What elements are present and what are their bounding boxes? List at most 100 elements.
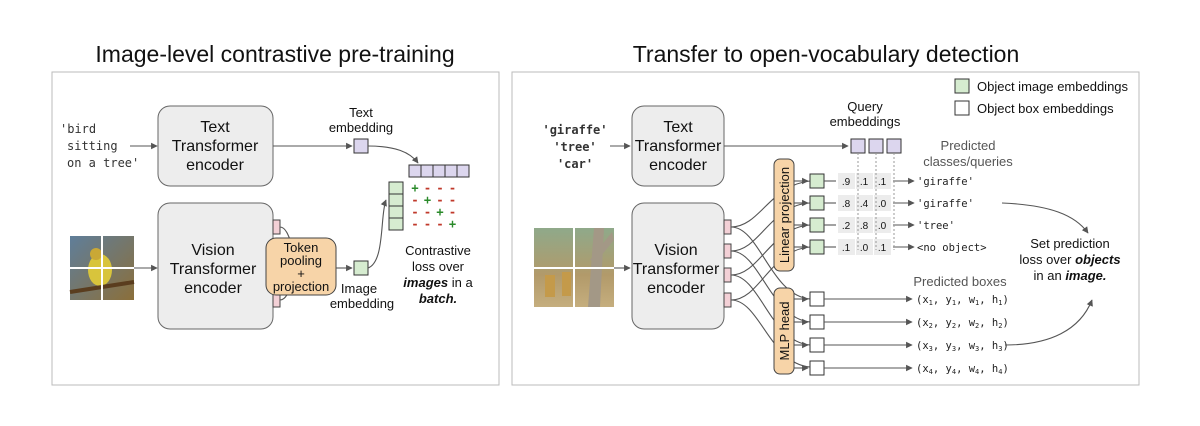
giraffe-image: [534, 228, 614, 307]
set-loss-line-3: in an image.: [1034, 268, 1107, 283]
input-caption-line-3: on a tree': [67, 156, 139, 170]
query-embeddings-label-2: embeddings: [830, 114, 901, 129]
class-output: 'tree': [917, 220, 955, 232]
legend-box-emb-swatch: [954, 100, 970, 116]
predicted-classes-label-1: Predicted: [941, 138, 996, 153]
text-encoder-label-3: encoder: [186, 157, 244, 174]
matrix-cell: -: [424, 205, 431, 219]
left-panel-frame: [51, 71, 500, 386]
vision-encoder-label-3: encoder: [184, 280, 242, 297]
matrix-cell: -: [449, 193, 456, 207]
score-cell-bg: [838, 173, 855, 189]
score-cell: .0: [878, 221, 887, 232]
query-giraffe: 'giraffe': [542, 123, 607, 137]
matrix-cell: -: [411, 193, 418, 207]
right-panel-title: Transfer to open-vocabulary detection: [633, 41, 1020, 67]
score-cell: .0: [878, 199, 887, 210]
score-cell: .8: [860, 221, 869, 232]
vision-encoder-label-1: Vision: [191, 242, 234, 259]
set-loss-line-2: loss over objects: [1019, 252, 1120, 267]
query-car: 'car': [557, 157, 593, 171]
object-image-embedding: [809, 217, 825, 233]
matrix-cell: -: [411, 205, 418, 219]
loss-arrow-bottom: [1004, 299, 1093, 346]
object-box-embedding: [809, 291, 825, 307]
text-embedding-square: [353, 138, 369, 154]
query-dotted-guides: [857, 153, 895, 250]
image-embedding-column: [388, 181, 404, 231]
score-cell: .9: [842, 177, 851, 188]
right-vision-token-tabs: [723, 219, 732, 308]
matrix-cell: -: [424, 181, 431, 195]
linear-projection-box: [773, 158, 795, 272]
text-encoder-label-2: Transformer: [172, 138, 259, 155]
object-box-embedding: [809, 337, 825, 353]
matrix-cell: -: [436, 217, 443, 231]
box-prediction-rows: (x1, y1, w1, h1) (x2, y2, w2, h2) (x3, y3,…: [794, 291, 1009, 376]
contrastive-loss-line-4: batch.: [419, 291, 457, 306]
matrix-cell: +: [449, 217, 456, 231]
object-image-embedding: [809, 173, 825, 189]
image-embedding-label-2: embedding: [330, 296, 394, 311]
contrastive-loss-line-1: Contrastive: [405, 243, 471, 258]
mlp-head-box: [773, 287, 795, 375]
matrix-cell: -: [424, 217, 431, 231]
box-output: (x4, y4, w4, h4): [916, 363, 1009, 376]
text-encoder-label-1: Text: [200, 119, 230, 136]
matrix-cell: +: [411, 181, 418, 195]
score-cell-bg: [856, 195, 873, 211]
query-embeddings-label-1: Query: [847, 99, 883, 114]
pooling-label-1: Token: [284, 240, 319, 255]
score-cell: .1: [860, 177, 869, 188]
score-cell-bg: [856, 217, 873, 233]
matrix-cell: +: [436, 205, 443, 219]
text-embedding-label-1: Text: [349, 105, 373, 120]
score-cell-bg: [838, 217, 855, 233]
matrix-cell: -: [449, 181, 456, 195]
legend-image-emb-label: Object image embeddings: [977, 79, 1129, 94]
class-prediction-rows: .9.1.1'giraffe'.8.4.0'giraffe'.2.8.0'tre…: [794, 173, 987, 255]
box-output: (x3, y3, w3, h3): [916, 340, 1009, 353]
box-output: (x1, y1, w1, h1): [916, 294, 1009, 307]
score-cell: .0: [860, 243, 869, 254]
left-panel-title: Image-level contrastive pre-training: [95, 41, 454, 67]
pooling-label-2: pooling: [280, 253, 322, 268]
matrix-cell: -: [436, 181, 443, 195]
right-vision-encoder-label-1: Vision: [654, 242, 697, 259]
score-cell-bg: [874, 217, 891, 233]
matrix-cell: +: [424, 193, 431, 207]
matrix-cell: -: [411, 217, 418, 231]
score-cell-bg: [874, 173, 891, 189]
image-embedding-label-1: Image: [341, 281, 377, 296]
right-text-encoder-label-1: Text: [663, 119, 693, 136]
legend-box-emb-label: Object box embeddings: [977, 101, 1114, 116]
contrastive-loss-line-3: images in a: [403, 275, 473, 290]
object-box-embedding: [809, 314, 825, 330]
right-text-encoder-label-2: Transformer: [635, 138, 722, 155]
score-cell: .1: [842, 243, 851, 254]
loss-arrow-top: [1001, 202, 1089, 234]
score-cell: .4: [860, 199, 869, 210]
score-cell-bg: [856, 173, 873, 189]
pooling-label-4: projection: [273, 279, 329, 294]
score-cell: .1: [878, 243, 887, 254]
vision-encoder-label-2: Transformer: [170, 261, 257, 278]
query-embedding-squares: [850, 138, 902, 154]
object-box-embedding: [809, 360, 825, 376]
class-output: 'giraffe': [917, 176, 974, 188]
box-output: (x2, y2, w2, h2): [916, 317, 1009, 330]
contrastive-loss-line-2: loss over: [412, 259, 465, 274]
contrastive-matrix: +----+----+----+: [411, 181, 456, 231]
set-loss-line-1: Set prediction: [1030, 236, 1110, 251]
right-vision-encoder-label-3: encoder: [647, 280, 705, 297]
score-cell: .8: [842, 199, 851, 210]
right-vision-encoder-box: [631, 202, 725, 330]
score-cell: .1: [878, 177, 887, 188]
score-cell: .2: [842, 221, 851, 232]
object-image-embedding: [809, 195, 825, 211]
right-panel-frame: [511, 71, 1140, 386]
query-tree: 'tree': [553, 140, 596, 154]
matrix-cell: -: [449, 205, 456, 219]
score-cell-bg: [838, 195, 855, 211]
